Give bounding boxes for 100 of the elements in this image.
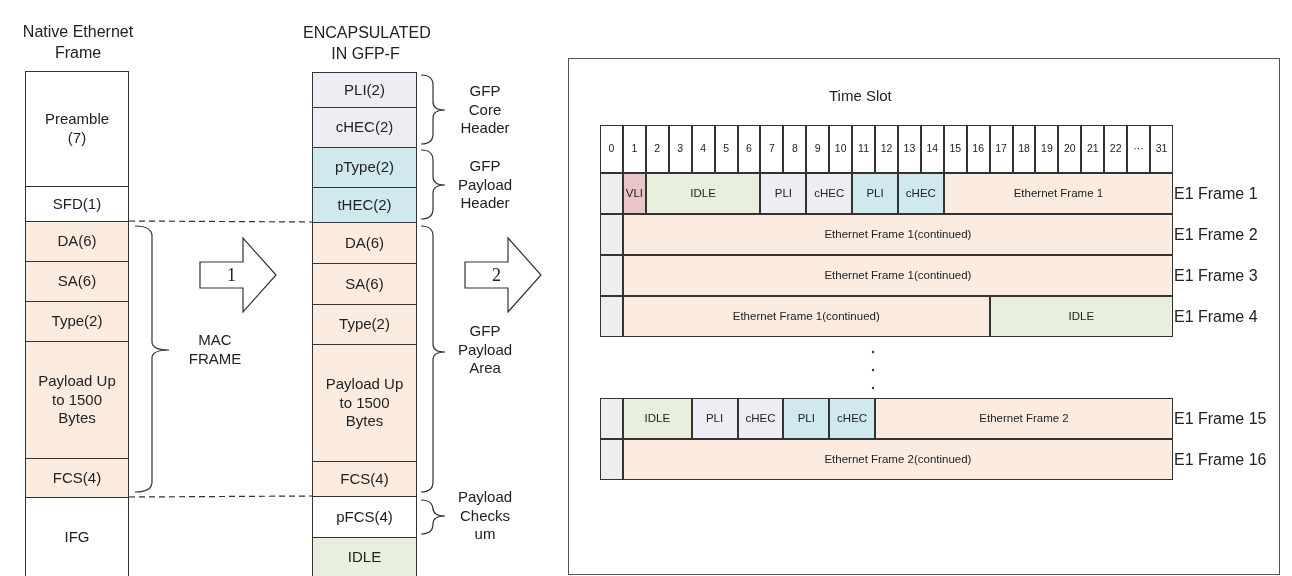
row-label: E1 Frame 16	[1174, 450, 1267, 470]
slot-segment	[622, 398, 692, 439]
slot-number-cell	[714, 125, 738, 173]
slot-number-cell	[989, 125, 1013, 173]
row-label: E1 Frame 2	[1174, 225, 1258, 245]
slot-number: 1	[630, 142, 639, 156]
slot-number-cell	[1012, 125, 1036, 173]
field-label: Type(2)	[50, 312, 104, 331]
slot-segment	[737, 398, 784, 439]
field-cell	[313, 108, 416, 148]
edge-label: 1	[227, 265, 236, 285]
slot-number: 10	[833, 142, 848, 156]
field-cell	[26, 262, 128, 302]
slot-number: 8	[790, 142, 799, 156]
field-label: cHEC(2)	[334, 118, 395, 137]
field-label: FCS(4)	[339, 469, 390, 489]
field-label: IDLE	[346, 547, 383, 567]
column-title: ENCAPSULATED IN GFP-F	[303, 23, 428, 65]
field-label: IDLE	[643, 411, 672, 426]
field-label: Ethernet Frame 1	[1012, 186, 1105, 201]
field-cell	[313, 462, 416, 497]
slot-number-cell	[806, 125, 830, 173]
slot-number: 18	[1017, 142, 1031, 156]
field-label: PLI(2)	[343, 80, 386, 100]
panel	[568, 58, 1280, 575]
slot-number-cell	[645, 125, 669, 173]
bracket-label: MAC FRAME	[187, 330, 243, 369]
slot-segment	[829, 398, 875, 439]
dashed-line	[128, 495, 313, 498]
bracket-label: GFP Payload Header	[456, 155, 514, 214]
slot-number-cell	[966, 125, 990, 173]
slot-segment	[622, 255, 1173, 296]
field-label: SA(6)	[56, 272, 98, 291]
slot-number: 9	[813, 142, 822, 156]
field-label: DA(6)	[343, 233, 386, 253]
slot-number-cell	[691, 125, 715, 173]
slot-number: ···	[1132, 142, 1145, 156]
field-label: Payload Up to 1500 Bytes	[324, 374, 405, 432]
slot-number: 3	[676, 142, 685, 156]
field-label: PLI	[773, 186, 793, 201]
slot-number-cell	[897, 125, 921, 173]
field-label: pFCS(4)	[335, 507, 394, 527]
slot-number-cell	[1081, 125, 1105, 173]
bracket-label: Payload Checks um	[456, 486, 514, 545]
field-label: cHEC	[904, 186, 937, 201]
field-label: pType(2)	[333, 158, 396, 177]
slot-segment	[645, 173, 761, 214]
field-cell	[313, 345, 416, 462]
field-label: SFD(1)	[51, 194, 103, 214]
slot-number-cell	[1127, 125, 1151, 173]
slot-number: 22	[1108, 142, 1123, 156]
field-cell	[26, 302, 128, 342]
slot-segment	[622, 296, 990, 337]
field-label: PLI	[796, 411, 816, 426]
slot-number: 31	[1154, 142, 1169, 156]
field-label: Payload Up to 1500 Bytes	[37, 371, 117, 429]
field-label: PLI	[865, 186, 885, 201]
slot-number: 17	[994, 142, 1008, 156]
dashed-line	[128, 220, 313, 223]
field-label: Ethernet Frame 1(continued)	[823, 227, 973, 242]
bracket-label: GFP Core Header	[459, 80, 511, 139]
field-cell	[313, 148, 416, 188]
slot-number-cell	[783, 125, 807, 173]
slot-number: 20	[1063, 142, 1077, 156]
slot-number-cell	[1104, 125, 1128, 173]
slot-segment	[760, 173, 807, 214]
slot-segment	[852, 173, 898, 214]
slot-number-cell	[1058, 125, 1082, 173]
slot-number: 19	[1040, 142, 1054, 156]
slot-segment	[622, 439, 1173, 480]
field-cell	[313, 538, 416, 576]
slot-number: 0	[607, 142, 616, 156]
slot-number-cell	[737, 125, 761, 173]
slot-number-cell	[1150, 125, 1173, 173]
slot-number-cell	[1035, 125, 1059, 173]
slot-number: 7	[767, 142, 776, 156]
bracket-label: GFP Payload Area	[456, 320, 514, 379]
slot-number-cell	[852, 125, 875, 173]
slot-segment	[875, 398, 1173, 439]
field-label: DA(6)	[56, 232, 98, 251]
slot-number: 5	[722, 142, 730, 156]
field-label: Ethernet Frame 2(continued)	[823, 452, 973, 467]
slot-segment	[691, 398, 738, 439]
field-label: PLI	[704, 411, 725, 426]
field-label: FCS(4)	[51, 468, 103, 488]
field-label: IDLE	[689, 186, 717, 201]
field-cell	[26, 222, 128, 262]
slot-segment	[943, 173, 1173, 214]
row-label: E1 Frame 1	[1174, 184, 1258, 204]
field-cell	[313, 264, 416, 305]
slot-number-cell	[943, 125, 967, 173]
slot-number: 15	[948, 142, 963, 156]
field-cell	[313, 305, 416, 345]
slot-number-cell	[668, 125, 692, 173]
block-arrow	[464, 236, 542, 314]
slot-number-cell	[829, 125, 853, 173]
slot-number-cell	[875, 125, 898, 173]
field-label: SA(6)	[344, 274, 385, 294]
field-label: VLI	[624, 186, 644, 201]
column-title: Native Ethernet Frame	[21, 22, 135, 64]
